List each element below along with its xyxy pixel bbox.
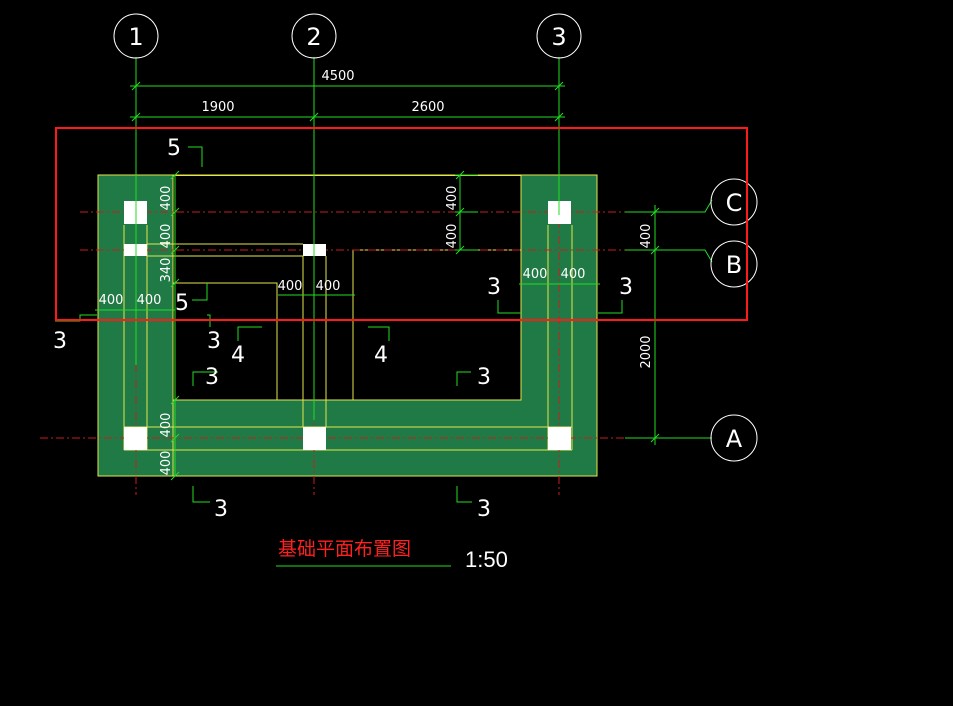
axis-labels: 1 2 3 C B A [128,23,742,453]
dimension-lines [95,81,660,481]
callout-3-bottom-left: 3 [214,497,228,522]
ext-axis-C [625,199,713,213]
axis-label-C: C [726,189,743,217]
leader-3-left-low [192,371,218,386]
dim-right-c-b: 400 [639,224,654,249]
outline-pit-right [352,249,522,401]
ext-axis-B [625,249,713,263]
callout-3-right-inner: 3 [487,275,501,300]
dim-inner-top-1: 400 [445,186,460,211]
callout-leaders [55,146,623,503]
footing-outlines [97,174,598,477]
dim-ticks-top [131,81,564,122]
callout-3-bottom-mid: 3 [477,497,491,522]
dim-mid-beam-1: 400 [278,279,303,294]
dim-ticks-left [170,170,180,481]
dim-left-beam-1: 400 [99,293,124,308]
dim-left-top-1: 400 [159,186,174,211]
drawing-scale: 1:50 [465,547,508,572]
bubble-3 [536,13,582,59]
axis-label-B: B [726,251,742,279]
leader-3-far-right [598,300,623,314]
bubble-C [710,178,758,226]
axis-label-3: 3 [551,23,566,51]
axis-label-2: 2 [306,23,321,51]
callout-3-far-right: 3 [619,275,633,300]
drawing-title: 基础平面布置图 [278,538,411,560]
leader-3-bottom-left [192,486,210,503]
dimension-texts: 4500 1900 2600 400 2000 400 400 340 400 … [99,69,654,475]
leader-3-left-inner [207,314,211,327]
leader-5-mid [192,283,208,301]
dim-left-bottom-1: 400 [159,413,174,438]
dim-right-b-a: 2000 [639,335,654,368]
callout-5-top: 5 [167,136,181,161]
callout-3-left-low: 3 [205,365,219,390]
callout-3-mid-low: 3 [477,365,491,390]
column-1A [124,427,147,450]
leader-4-mid [368,326,390,341]
leader-3-mid-low [456,371,471,386]
bubble-2 [291,13,337,59]
leader-3-bottom-mid [456,486,472,503]
dim-mid-beam-2: 400 [316,279,341,294]
dim-ticks-right [650,207,660,443]
leader-5-top [188,146,203,167]
axis-label-1: 1 [128,23,143,51]
callout-labels: 5 5 3 3 4 3 4 3 3 3 3 3 [53,136,633,522]
highlight-box [55,127,748,321]
dim-right-beam-1: 400 [523,267,548,282]
dim-left-340: 340 [159,258,174,283]
bubble-A [710,414,758,462]
dim-left-bottom-2: 400 [159,451,174,476]
dim-left-top-2: 400 [159,224,174,249]
leader-3-right-inner [497,300,521,314]
column-3A [548,427,571,450]
callout-4-mid: 4 [374,343,388,368]
dim-left-beam-2: 400 [137,293,162,308]
bubble-1 [113,13,159,59]
column-2A [303,427,326,450]
callout-4-left: 4 [231,343,245,368]
dim-span-2-3: 2600 [411,100,444,115]
dim-overall: 4500 [321,69,354,84]
axis-label-A: A [726,425,743,453]
callout-3-left-inner: 3 [207,329,221,354]
bubble-B [710,240,758,288]
dim-inner-top-2: 400 [445,224,460,249]
leader-4-left [237,326,262,341]
dim-span-1-2: 1900 [201,100,234,115]
callout-3-far-left: 3 [53,329,67,354]
callout-5-mid: 5 [175,291,189,316]
axis-bubbles [113,13,758,462]
dim-right-beam-2: 400 [561,267,586,282]
